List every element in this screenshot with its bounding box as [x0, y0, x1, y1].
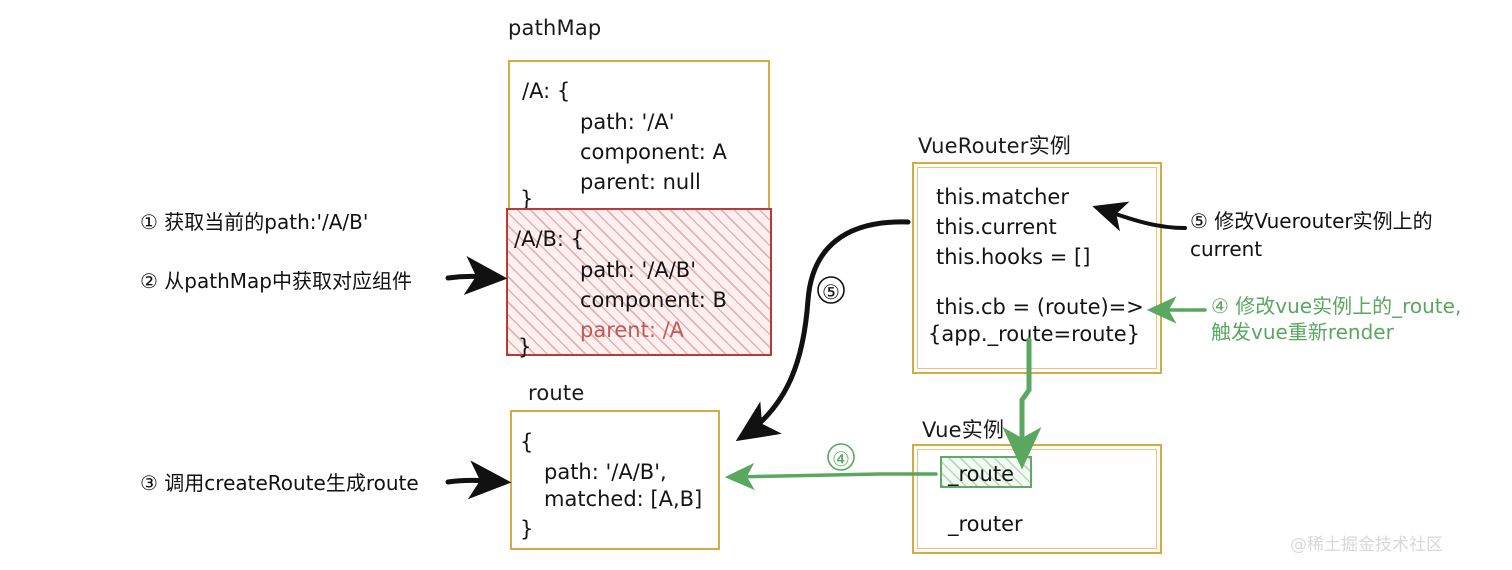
vuerouter-matcher-line: this.matcher	[936, 185, 1069, 209]
vuerouter-cb-line-1: this.cb = (route)=>	[936, 295, 1144, 319]
arrow-marker-4: ④	[832, 447, 850, 471]
arrow-step-3	[445, 460, 512, 500]
vue-route-field-highlight	[940, 456, 1032, 488]
route-box: { path: '/A/B', matched: [A,B] }	[510, 410, 720, 550]
pathmap-title: pathMap	[508, 16, 602, 40]
vuerouter-hooks-line: this.hooks = []	[936, 245, 1091, 269]
route-open-brace: {	[520, 430, 534, 454]
route-close-brace: }	[520, 517, 534, 541]
step-4-label-line2: 触发vue重新render	[1211, 320, 1394, 344]
pathmap-entry-a-parent: parent: null	[580, 170, 701, 194]
step-3-label: ③ 调用createRoute生成route	[140, 471, 419, 495]
vuerouter-title: VueRouter实例	[918, 134, 1071, 158]
arrow-step-4-to-route-box	[724, 462, 938, 491]
step-5-label-line1: ⑤ 修改Vuerouter实例上的	[1190, 209, 1433, 233]
pathmap-entry-ab-parent: parent: /A	[580, 318, 685, 342]
arrow-marker-5: ⑤	[822, 280, 840, 304]
pathmap-entry-a-box: /A: { path: '/A' component: A parent: nu…	[508, 60, 770, 211]
route-path-line: path: '/A/B',	[544, 460, 667, 484]
pathmap-entry-ab-key: /A/B: {	[514, 227, 585, 251]
route-title: route	[528, 381, 585, 405]
step-1-label: ① 获取当前的path:'/A/B'	[140, 210, 369, 234]
vuerouter-cb-line-2: {app._route=route}	[928, 322, 1140, 346]
step-4-label-line1: ④ 修改vue实例上的_route,	[1211, 294, 1462, 318]
watermark: @稀土掘金技术社区	[1290, 535, 1443, 555]
step-2-label: ② 从pathMap中获取对应组件	[140, 269, 412, 293]
vuerouter-current-line: this.current	[936, 215, 1057, 239]
pathmap-entry-a-close: }	[520, 187, 534, 211]
vue-instance-title: Vue实例	[922, 418, 1005, 442]
pathmap-entry-ab-component: component: B	[580, 288, 727, 312]
pathmap-entry-ab-close: }	[518, 335, 532, 359]
pathmap-entry-ab-box: /A/B: { path: '/A/B' component: B parent…	[506, 208, 772, 359]
pathmap-entry-a-key: /A: {	[522, 79, 571, 103]
pathmap-entry-a-path: path: '/A'	[580, 110, 675, 134]
pathmap-entry-ab-path: path: '/A/B'	[580, 258, 696, 282]
vue-instance-box: _route _router	[912, 444, 1162, 554]
vue-route-field: _route	[948, 462, 1014, 486]
vuerouter-box: this.matcher this.current this.hooks = […	[912, 162, 1162, 374]
step-5-label-line2: current	[1190, 237, 1263, 261]
arrow-step-2	[445, 256, 508, 295]
pathmap-entry-a-component: component: A	[580, 140, 727, 164]
vue-router-field: _router	[948, 512, 1023, 536]
route-matched-line: matched: [A,B]	[544, 487, 703, 511]
